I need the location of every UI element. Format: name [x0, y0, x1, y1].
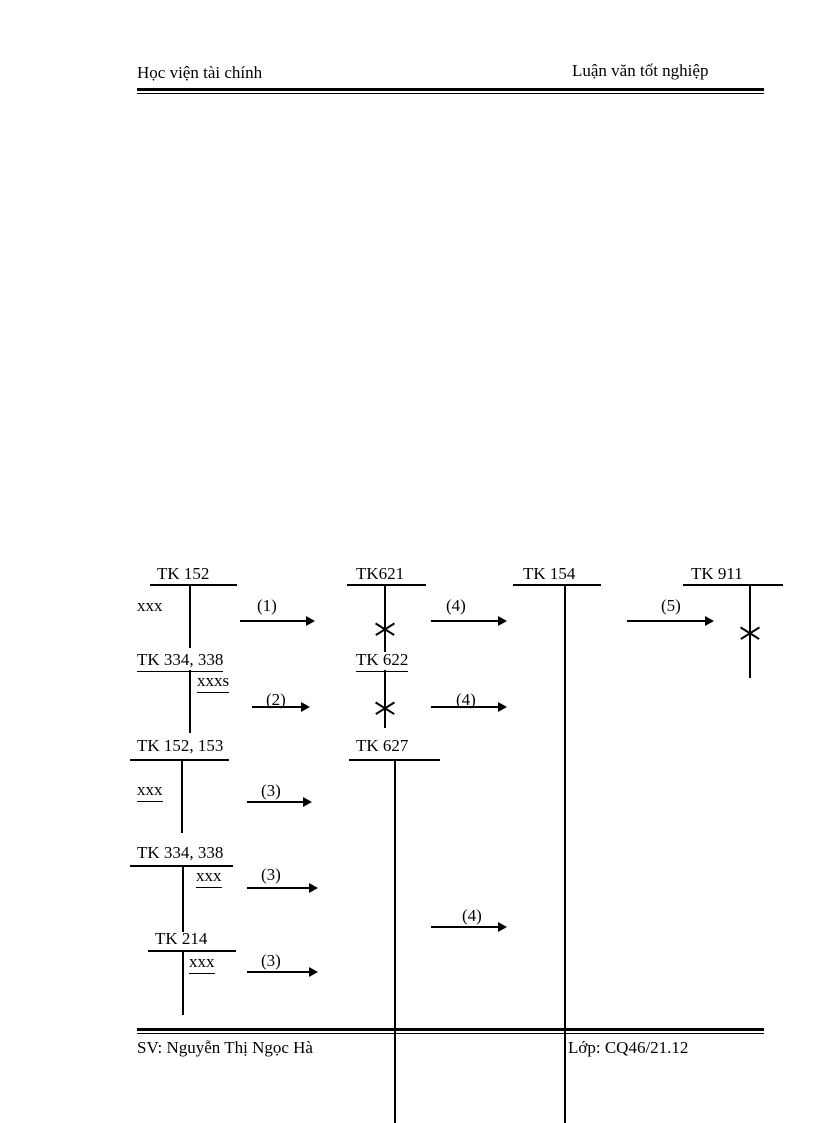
arrow-head-icon [309, 967, 318, 977]
arrow-head-icon [301, 702, 310, 712]
flow-label-3-a: (3) [261, 781, 281, 800]
arrow-head-icon [303, 797, 312, 807]
account-label-tk911: TK 911 [691, 564, 743, 583]
account-label-tk214: TK 214 [155, 929, 208, 948]
arrow-head-icon [498, 702, 507, 712]
tk334-338-b-stem-line [182, 865, 184, 932]
tk334-338-a-stem-line [189, 670, 191, 733]
tk152-top-line [150, 584, 237, 586]
tk152-153-amount: xxx [137, 780, 163, 802]
flow-arrow-2 [252, 702, 310, 712]
arrow-shaft [247, 971, 310, 973]
flow-label-3-c: (3) [261, 951, 281, 970]
account-label-tk334-338-b: TK 334, 338 [137, 843, 224, 862]
account-label-tk154: TK 154 [523, 564, 576, 583]
tk214-top-line [148, 950, 236, 952]
arrow-head-icon [498, 922, 507, 932]
tk627-stem-line [394, 759, 396, 1123]
arrow-shaft [247, 801, 304, 803]
header-rule-thin [137, 93, 764, 94]
tk214-amount: xxx [189, 952, 215, 974]
flow-label-3-b: (3) [261, 865, 281, 884]
arrow-shaft [431, 706, 499, 708]
arrow-shaft [252, 706, 302, 708]
flow-arrow-4-mid [431, 702, 507, 712]
flow-arrow-3-b [247, 883, 318, 893]
tk154-top-line [513, 584, 601, 586]
arrow-shaft [627, 620, 706, 622]
tk911-top-line [683, 584, 783, 586]
tk214-stem-line [182, 950, 184, 1015]
tk622-close-x-icon [374, 700, 395, 716]
tk911-close-x-icon [739, 625, 760, 641]
flow-arrow-4-top [431, 616, 507, 626]
header-left-text: Học viện tài chính [137, 63, 263, 82]
tk334-338-b-top-line [130, 865, 233, 867]
flow-arrow-4-bottom [431, 922, 507, 932]
arrow-shaft [431, 620, 499, 622]
flow-label-2: (2) [266, 690, 286, 709]
account-label-tk627: TK 627 [356, 736, 409, 755]
tk621-stem-line [384, 584, 386, 652]
header-rule-thick [137, 88, 764, 91]
tk621-top-line [347, 584, 426, 586]
tk622-stem-line [384, 670, 386, 728]
footer-rule-thick [137, 1028, 764, 1031]
arrow-shaft [240, 620, 307, 622]
flow-arrow-5 [627, 616, 714, 626]
flow-label-1: (1) [257, 596, 277, 615]
arrow-head-icon [309, 883, 318, 893]
tk621-close-x-icon [374, 621, 395, 637]
arrow-shaft [247, 887, 310, 889]
tk334-338-a-amount: xxxs [197, 671, 230, 693]
tk152-153-top-line [130, 759, 229, 761]
tk152-amount: xxx [137, 596, 163, 615]
account-label-tk152-153: TK 152, 153 [137, 736, 224, 755]
footer-rule-thin [137, 1033, 764, 1034]
arrow-head-icon [306, 616, 315, 626]
arrow-head-icon [498, 616, 507, 626]
header-right-text: Luận văn tốt nghiệp [572, 61, 709, 80]
arrow-shaft [431, 926, 499, 928]
arrow-head-icon [705, 616, 714, 626]
flow-arrow-3-a [247, 797, 312, 807]
account-label-tk152: TK 152 [157, 564, 210, 583]
flow-label-4-top: (4) [446, 596, 466, 615]
flow-arrow-1 [240, 616, 315, 626]
tk154-stem-line [564, 584, 566, 1123]
footer-left-text: SV: Nguyễn Thị Ngọc Hà [137, 1038, 313, 1057]
flow-label-4-mid: (4) [456, 690, 476, 709]
tk152-153-stem-line [181, 759, 183, 833]
flow-label-5: (5) [661, 596, 681, 615]
flow-arrow-3-c [247, 967, 318, 977]
account-label-tk622: TK 622 [356, 650, 409, 672]
account-label-tk334-338-a: TK 334, 338 [137, 650, 224, 672]
flow-label-4-bottom: (4) [462, 906, 482, 925]
tk152-stem-line [189, 584, 191, 648]
tk334-338-b-amount: xxx [196, 866, 222, 888]
footer-right-text: Lớp: CQ46/21.12 [568, 1038, 689, 1057]
account-label-tk621: TK621 [356, 564, 405, 583]
